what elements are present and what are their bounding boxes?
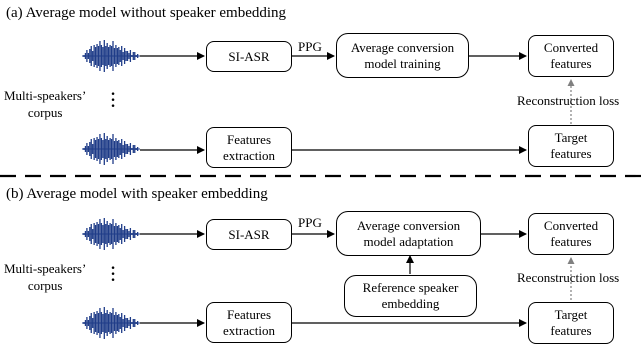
corpus-label-a: Multi-speakers’ corpus <box>4 88 87 120</box>
converted-features-box-a: Converted features <box>528 35 614 77</box>
converted-features-box-b: Converted features <box>528 213 614 255</box>
reconstruction-loss-a: Reconstruction loss <box>517 93 620 108</box>
si-asr-box-b: SI-ASR <box>206 219 292 250</box>
adaptation-box: Average conversion model adaptation <box>336 211 481 256</box>
si-asr-box-a: SI-ASR <box>206 41 292 72</box>
vertical-ellipsis-icon: ··· <box>110 260 116 289</box>
target-features-box-b: Target features <box>528 302 614 344</box>
waveform-icon <box>82 307 140 339</box>
waveform-icon <box>82 40 140 72</box>
target-features-box-a: Target features <box>528 125 614 167</box>
vertical-ellipsis-icon: ··· <box>110 86 116 115</box>
waveform-icon <box>82 133 140 165</box>
ppg-label-a: PPG <box>298 39 322 54</box>
corpus-label-b: Multi-speakers’ corpus <box>4 261 87 293</box>
panel-b-title: (b) Average model with speaker embedding <box>6 186 268 202</box>
waveform-icon <box>82 218 140 250</box>
features-extraction-box-b: Features extraction <box>206 302 292 343</box>
features-extraction-box-a: Features extraction <box>206 127 292 168</box>
reconstruction-loss-b: Reconstruction loss <box>517 270 620 285</box>
reference-speaker-embedding-box: Reference speaker embedding <box>344 275 477 317</box>
training-box: Average conversion model training <box>336 33 469 78</box>
panel-a-title: (a) Average model without speaker embedd… <box>6 5 287 21</box>
ppg-label-b: PPG <box>298 215 322 230</box>
